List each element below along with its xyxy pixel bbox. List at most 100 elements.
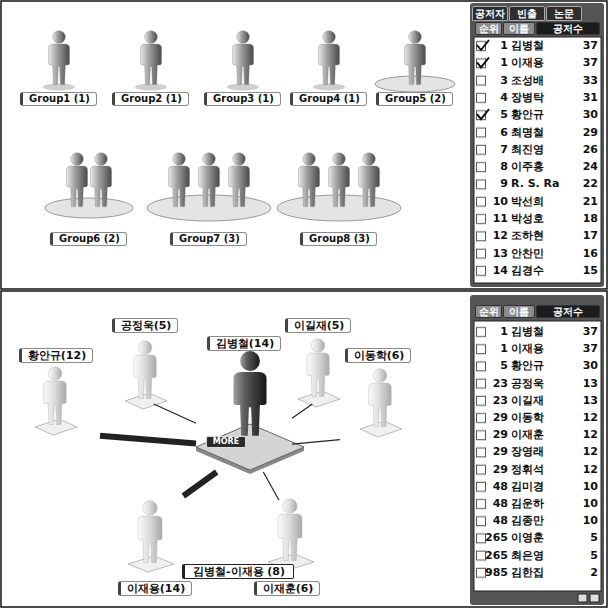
rank-cell-slot: 5 [484, 108, 508, 122]
group-label: Group5 (2) [385, 93, 446, 104]
link-line [263, 472, 279, 500]
count-cell-slot: 31 [566, 91, 598, 105]
name-cell-slot: 황안규 [511, 359, 566, 373]
person-node: 이재훈(6) [248, 500, 326, 598]
group-box: Group6 (2) [50, 232, 127, 246]
person-label: 이재훈(6) [254, 581, 321, 596]
list-body [474, 321, 601, 591]
count-cell-slot: 22 [566, 177, 598, 191]
rank-cell-slot: 1 [484, 325, 508, 339]
link-label: 김병철-이재용 (8) [193, 565, 285, 578]
more-badge-slot: MORE [206, 436, 246, 448]
count-cell-slot: 37 [566, 56, 598, 70]
count-cell-slot: 12 [566, 428, 598, 442]
person-figure [169, 153, 190, 207]
group-box: Group8 (3) [300, 232, 377, 246]
group-label: Group6 (2) [59, 233, 120, 244]
person-figure [234, 351, 267, 436]
count-cell-slot: 12 [566, 463, 598, 477]
person-platform [35, 419, 77, 435]
check-mark [477, 109, 489, 119]
name-cell: 공정욱 [511, 377, 544, 390]
name-cell-slot: 김한집 [511, 566, 566, 580]
link-line [292, 440, 340, 444]
figure-shadow [135, 84, 167, 91]
name-cell-slot: 공정욱 [511, 377, 566, 391]
person-node: 이동학(6) [340, 346, 416, 446]
name-cell: 박선희 [511, 195, 544, 208]
count-cell-slot: 16 [566, 247, 598, 261]
count-cell: 17 [583, 229, 598, 242]
name-cell: 이재훈 [511, 428, 544, 441]
rank-cell-slot: 29 [484, 445, 508, 459]
rank-cell: 12 [493, 229, 508, 242]
count-cell-slot: 13 [566, 377, 598, 391]
rank-cell: 9 [500, 177, 508, 190]
list-body [474, 37, 601, 283]
count-cell: 37 [583, 325, 598, 338]
count-cell: 13 [583, 394, 598, 407]
name-cell: 장병탁 [511, 91, 544, 104]
name-cell-slot: 이영훈 [511, 531, 566, 545]
person-figure [329, 153, 350, 207]
tab-button: 논문 [554, 8, 574, 19]
link-line [100, 436, 196, 444]
rank-cell: 985 [485, 566, 508, 579]
person-figure [299, 153, 320, 207]
check-mark [477, 40, 489, 50]
rank-cell-slot: 985 [484, 566, 508, 580]
rank-cell: 7 [500, 143, 508, 156]
rank-cell: 6 [500, 126, 508, 139]
person-figure [229, 153, 250, 207]
center-platform [196, 424, 304, 470]
name-cell-slot: 이재용 [511, 56, 566, 70]
person-figure [138, 501, 162, 563]
count-cell-slot: 5 [566, 531, 598, 545]
count-cell: 15 [583, 264, 598, 277]
person-label: 김병철(14) [207, 336, 281, 351]
person-node: 황안규(12) [12, 346, 100, 440]
link-label-box: 김병철-이재용 (8) [182, 564, 294, 579]
rank-cell-slot: 23 [484, 377, 508, 391]
top-panel [1, 1, 607, 289]
name-cell: 이재용 [511, 56, 544, 69]
count-cell-slot: 26 [566, 143, 598, 157]
name-cell: 정휘석 [511, 463, 544, 476]
group-box: Group5 (2) [376, 92, 453, 106]
name-cell: 최은영 [511, 549, 544, 562]
name-cell-slot: 정휘석 [511, 463, 566, 477]
name-cell-slot: 최진영 [511, 143, 566, 157]
count-cell: 30 [583, 108, 598, 121]
count-cell: 12 [583, 463, 598, 476]
figure-shadow [43, 84, 75, 91]
column-header-slot: 공저수 [536, 305, 600, 318]
name-cell-slot: 김종만 [511, 514, 566, 528]
count-cell-slot: 18 [566, 212, 598, 226]
name-cell-slot: 이길재 [511, 394, 566, 408]
count-cell: 10 [583, 480, 598, 493]
name-cell-slot: 조성배 [511, 74, 566, 88]
count-cell-slot: 17 [566, 229, 598, 243]
person-figure [44, 367, 67, 425]
name-cell: 이동학 [511, 411, 544, 424]
rank-cell-slot: 29 [484, 411, 508, 425]
group-label: Group7 (3) [179, 233, 240, 244]
name-cell: 안찬민 [511, 247, 544, 260]
name-cell: 김미경 [511, 480, 544, 493]
rank-cell: 265 [485, 531, 508, 544]
count-cell-slot: 12 [566, 445, 598, 459]
name-cell-slot: 김운하 [511, 497, 566, 511]
name-cell-slot: 최은영 [511, 549, 566, 563]
rank-cell: 29 [493, 411, 508, 424]
rank-cell-slot: 29 [484, 428, 508, 442]
link-line [292, 404, 312, 418]
person-figure [359, 153, 380, 207]
person-figure [91, 153, 112, 207]
rank-cell: 48 [493, 480, 508, 493]
count-cell: 10 [583, 514, 598, 527]
count-cell: 31 [583, 91, 598, 104]
group-box: Group4 (1) [290, 92, 367, 106]
footer-icon [590, 594, 599, 602]
rank-cell: 11 [493, 212, 508, 225]
